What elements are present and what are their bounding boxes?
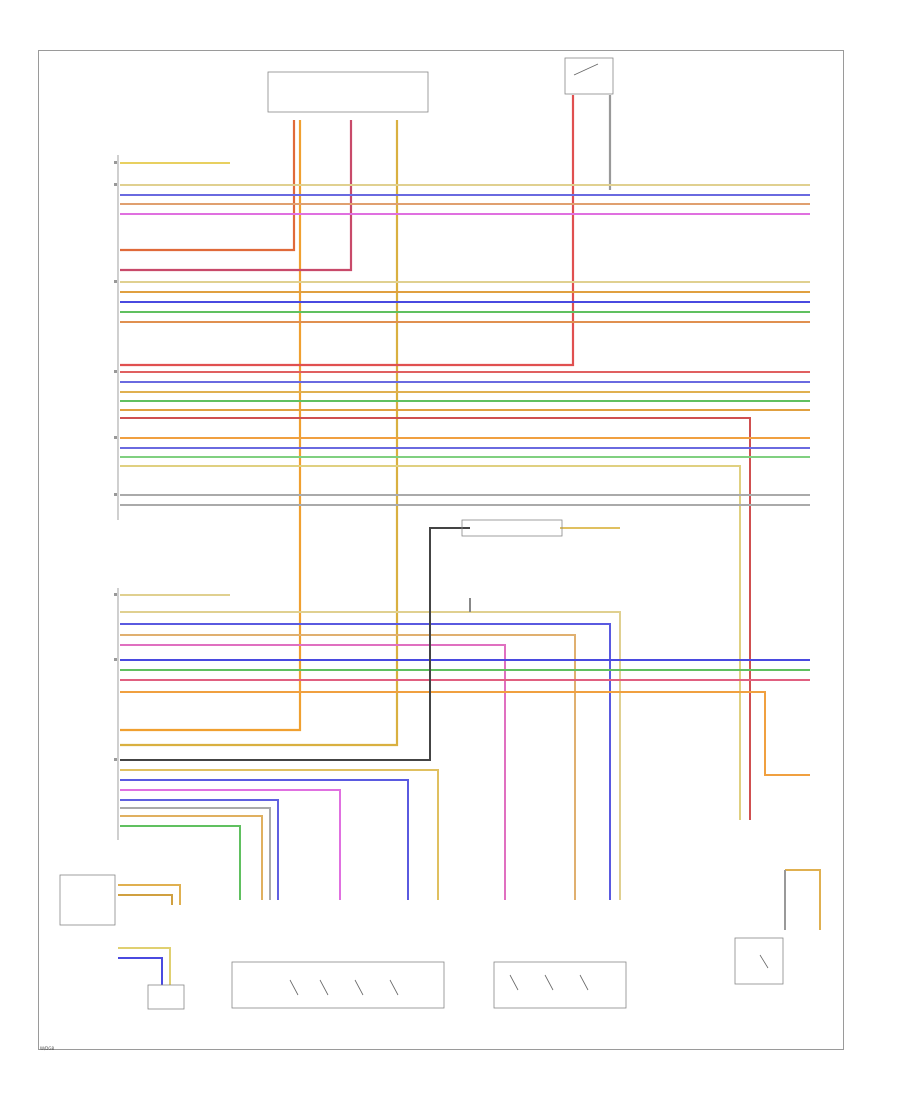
wire-bl-4 xyxy=(118,957,163,985)
switch-contact-9 xyxy=(389,979,399,996)
central-locking-unit xyxy=(231,961,445,1009)
wire-g2-5 xyxy=(120,644,506,900)
switch-contact-6 xyxy=(289,979,299,996)
battery-sensor xyxy=(147,984,185,1010)
wire-br-1 xyxy=(785,869,821,930)
interior-lock-button xyxy=(493,961,627,1009)
pin-marker xyxy=(114,183,117,186)
pin-marker xyxy=(114,593,117,596)
wire-g2-2 xyxy=(120,611,621,900)
pin-marker xyxy=(114,370,117,373)
ground-box xyxy=(461,519,563,537)
wire-fuse1-right xyxy=(120,120,302,732)
wire-g2-11 xyxy=(120,769,439,900)
wire-g2-10 xyxy=(120,527,470,761)
wire-g2-17 xyxy=(120,825,241,900)
pin-marker xyxy=(114,161,117,164)
trunk-lock-unit xyxy=(734,937,784,985)
wire-bl-3 xyxy=(118,947,171,985)
switch-contact-8 xyxy=(354,979,364,996)
pin-marker xyxy=(114,493,117,496)
wire-g2-16 xyxy=(120,815,263,900)
wire-fuse2 xyxy=(120,120,353,272)
wire-bl-1 xyxy=(118,884,181,905)
pin-marker xyxy=(114,658,117,661)
steering-angle-sensor xyxy=(59,874,116,926)
wire-bl-2 xyxy=(118,894,173,905)
diagram-footer: W/DG8 xyxy=(40,1046,55,1051)
wire-h16 xyxy=(120,417,751,820)
switch-contact-5 xyxy=(759,954,769,969)
diagram-frame xyxy=(38,50,844,1050)
wire-g2-12 xyxy=(120,779,409,900)
wire-g2-14 xyxy=(120,799,279,900)
pin-marker xyxy=(114,436,117,439)
switch-contact-2 xyxy=(509,974,519,991)
switch-contact-4 xyxy=(579,974,589,991)
switch-contact-7 xyxy=(319,979,329,996)
wire-g2-4 xyxy=(120,634,576,900)
fuse-box xyxy=(267,71,429,113)
brake-switch-box xyxy=(564,57,614,95)
wire-g2-3 xyxy=(120,623,611,900)
wire-fuse1-left xyxy=(120,120,296,252)
pin-marker xyxy=(114,758,117,761)
switch-contact-3 xyxy=(544,974,554,991)
wire-fuse3 xyxy=(120,120,399,747)
pin-marker xyxy=(114,280,117,283)
wire-g2-15 xyxy=(120,807,271,900)
switch-contact-1 xyxy=(573,63,599,76)
wire-g2-13 xyxy=(120,789,341,900)
wire-h20 xyxy=(120,465,741,820)
wire-g2-9 xyxy=(120,691,810,776)
wire-switch-red xyxy=(120,95,575,367)
